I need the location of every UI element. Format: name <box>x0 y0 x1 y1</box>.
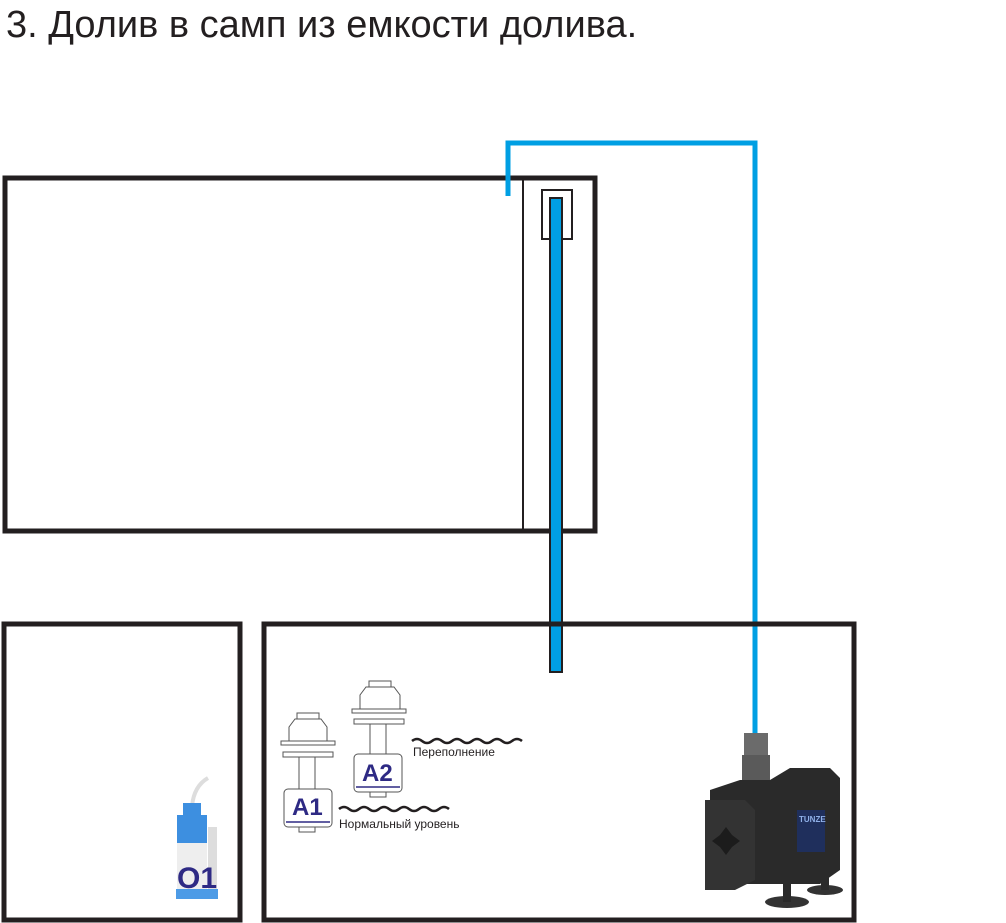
normal-level-wave <box>338 805 450 813</box>
pump-o1-label: O1 <box>177 862 217 895</box>
sump <box>261 621 857 923</box>
main-tank <box>2 175 598 534</box>
topoff-pump-o1 <box>176 776 218 899</box>
float-sensor-a2 <box>351 680 407 798</box>
return-pump: TUNZE <box>705 733 843 908</box>
topoff-reservoir <box>1 621 243 923</box>
diagram-title: 3. Долив в самп из емкости долива. <box>6 4 638 46</box>
float-sensor-a1 <box>280 712 336 833</box>
overflow-level-wave <box>411 737 523 745</box>
sensor-a2-label: A2 <box>362 760 393 787</box>
normal-level-label: Нормальный уровень <box>339 817 460 831</box>
overflow-label: Переполнение <box>413 745 495 759</box>
return-pipe <box>505 140 758 735</box>
pump-brand-label: TUNZE <box>799 815 826 824</box>
sensor-a1-label: A1 <box>292 794 323 821</box>
drain-pipe <box>549 197 563 673</box>
